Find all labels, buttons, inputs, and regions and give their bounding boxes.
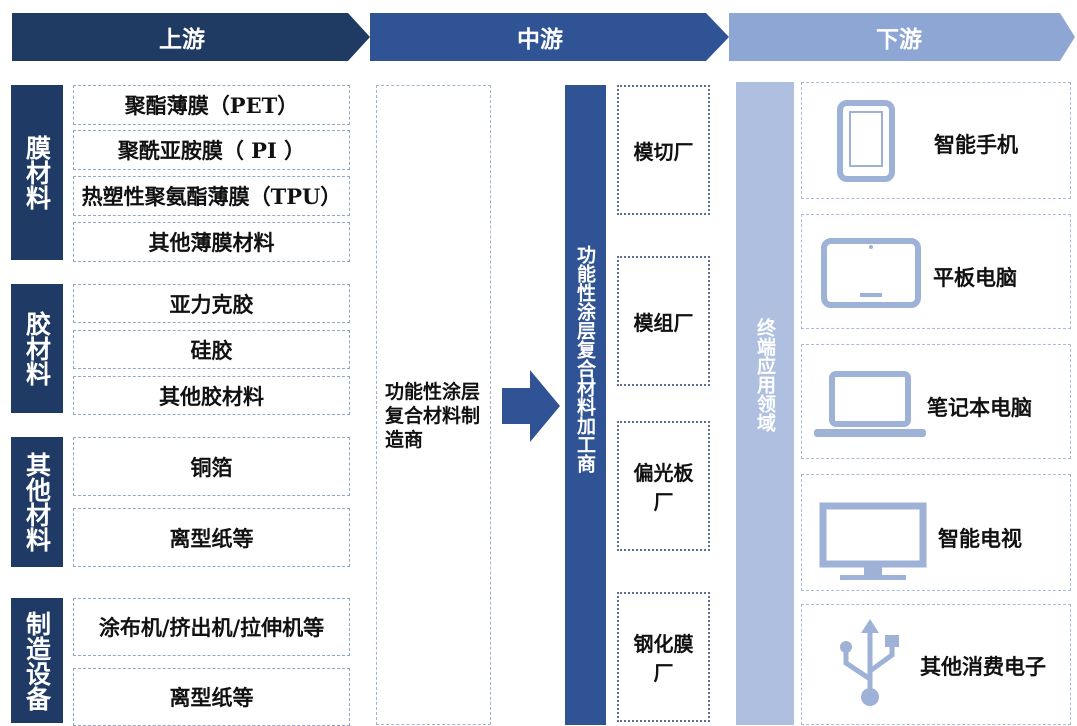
plant-tempered-film: 钢化膜厂 [617, 592, 710, 722]
downstream-header-arrow [729, 13, 1075, 61]
tv-icon [819, 502, 927, 580]
upstream-item: 铜箔 [73, 437, 350, 496]
upstream-header-arrow [12, 13, 370, 61]
product-label: 平板电脑 [933, 265, 1017, 290]
group-title: 其他材料 [22, 452, 52, 552]
product-smartphone: 智能手机 [801, 82, 1071, 199]
group-title: 制造设备 [22, 610, 52, 711]
smartphone-icon [837, 100, 895, 182]
upstream-item: 聚酰亚胺膜（ PI ） [73, 130, 350, 170]
midstream-header: 中游 [370, 13, 710, 61]
product-label: 智能手机 [934, 132, 1018, 157]
upstream-group-other-materials: 其他材料 [11, 437, 63, 567]
product-tv: 智能电视 [801, 474, 1071, 591]
product-label: 智能电视 [938, 526, 1022, 551]
product-label: 其他消费电子 [920, 654, 1046, 679]
upstream-group-film: 膜材料 [11, 85, 63, 260]
product-tablet: 平板电脑 [801, 214, 1071, 329]
plant-module: 模组厂 [617, 256, 710, 386]
tablet-icon [821, 238, 921, 308]
group-title: 膜材料 [22, 135, 52, 210]
midstream-header-label: 中游 [517, 26, 563, 53]
upstream-item: 热塑性聚氨酯薄膜（TPU） [73, 176, 350, 216]
flow-arrow-icon [502, 370, 560, 442]
midstream-header-arrow [370, 13, 729, 61]
terminal-application-label: 终端应用领域 [754, 318, 776, 432]
upstream-group-equipment: 制造设备 [11, 598, 63, 723]
product-laptop: 笔记本电脑 [801, 344, 1071, 459]
processor-bar: 功能性涂层复合材料加工商 [565, 85, 606, 725]
upstream-header-label: 上游 [159, 26, 205, 53]
upstream-item: 涂布机/挤出机/拉伸机等 [73, 598, 350, 656]
plant-polarizer: 偏光板厂 [617, 421, 710, 551]
upstream-item: 聚酯薄膜（PET） [73, 85, 350, 125]
upstream-header: 上游 [12, 13, 352, 61]
downstream-header: 下游 [729, 13, 1069, 61]
downstream-header-label: 下游 [876, 26, 922, 53]
terminal-application-bar: 终端应用领域 [736, 82, 794, 725]
product-other-electronics: 其他消费电子 [801, 604, 1071, 725]
product-label: 笔记本电脑 [927, 395, 1032, 420]
upstream-item: 亚力克胶 [73, 284, 350, 323]
upstream-item: 其他薄膜材料 [73, 222, 350, 262]
manufacturer-box: 功能性涂层复合材料制造商 [376, 85, 491, 725]
stage-header-bar [12, 13, 1075, 61]
upstream-item: 离型纸等 [73, 508, 350, 567]
usb-icon [840, 619, 899, 706]
laptop-icon [814, 371, 926, 437]
manufacturer-label: 功能性涂层复合材料制造商 [385, 381, 481, 451]
plant-die-cutting: 模切厂 [617, 85, 710, 215]
upstream-item: 其他胶材料 [73, 376, 350, 415]
upstream-group-adhesive: 胶材料 [11, 284, 63, 413]
upstream-item: 硅胶 [73, 330, 350, 369]
upstream-item: 离型纸等 [73, 668, 350, 726]
group-title: 胶材料 [22, 311, 52, 386]
processor-label: 功能性涂层复合材料加工商 [574, 245, 596, 473]
